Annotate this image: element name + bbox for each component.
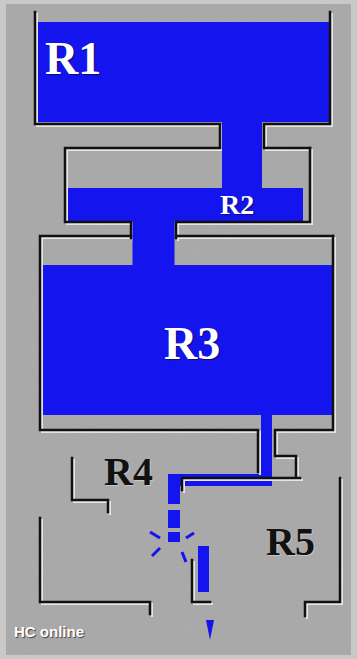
pipe [222,121,262,189]
reservoir: R1 [37,22,330,122]
reservoir-label: R3 [164,321,220,367]
reservoir: R4 [74,452,155,502]
panel-texture [6,4,351,655]
water [37,22,332,640]
panel [6,4,351,655]
reservoir-label: R2 [220,191,254,219]
reservoir: R2 [68,188,303,221]
reservoir: R5 [258,512,343,572]
reservoir-label: R5 [266,522,315,562]
reservoir-label: R1 [45,36,101,82]
container-walls [35,12,342,618]
reservoir: R3 [42,265,332,415]
leak-splash [150,532,194,562]
reservoir-label: R4 [104,452,153,492]
watermark: HC online [14,624,84,639]
pipe [133,220,175,266]
